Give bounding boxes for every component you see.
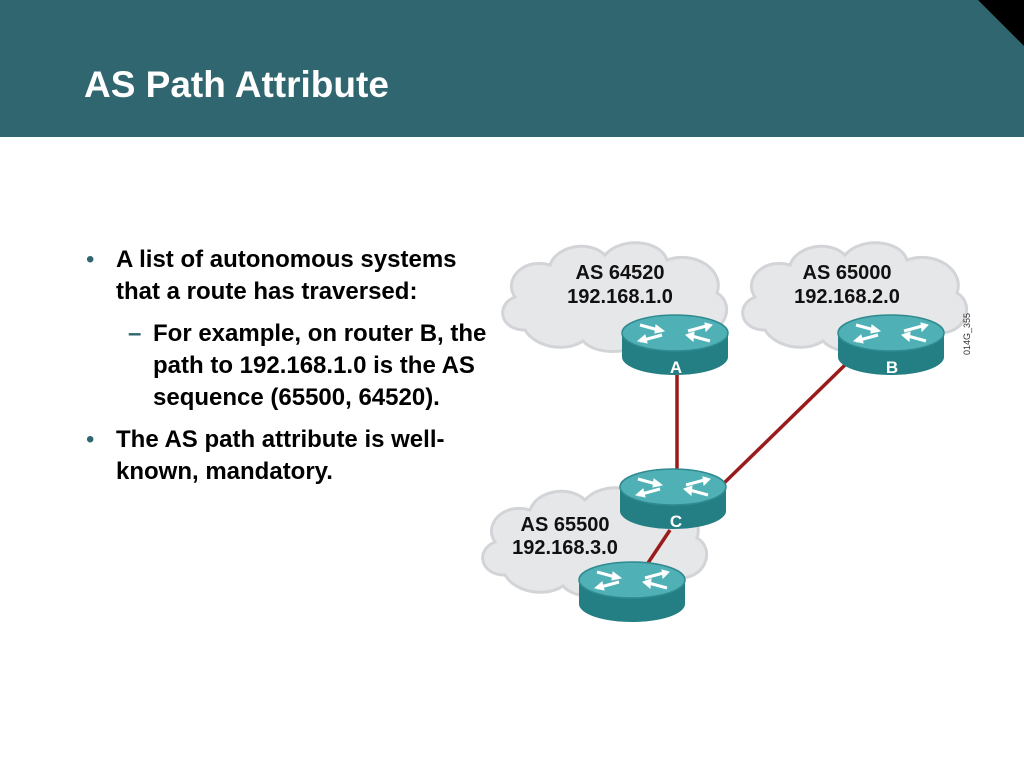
router-b: B [836,313,946,377]
cloud-network-label: 192.168.1.0 [567,286,673,308]
figure-id: 014G_355 [962,312,972,355]
link-c-d [646,529,672,564]
router-icon [577,560,687,624]
cloud-as-64520: AS 64520 192.168.1.0 [501,241,729,353]
cloud-network-label: 192.168.3.0 [512,537,618,559]
bullet-list: • A list of autonomous systems that a ro… [86,244,506,498]
cloud-network-label: 192.168.2.0 [794,286,900,308]
bullet-mark: • [86,426,95,453]
router-as-65500 [577,560,687,624]
router-label: A [670,358,682,377]
sub-bullet-item: – For example, on router B, the path to … [116,318,506,414]
links [646,363,847,564]
cloud-as-label: AS 64520 [576,262,665,284]
router-c: C [618,467,728,531]
cloud-as-label: AS 65000 [803,262,892,284]
network-diagram: AS 64520 192.168.1.0 AS 65000 192.168.2.… [481,241,969,624]
router-label: B [886,358,898,377]
sub-bullet-mark: – [128,320,142,347]
router-a: A [620,313,730,377]
bullet-item: • The AS path attribute is well-known, m… [86,424,506,488]
cloud-as-65000: AS 65000 192.168.2.0 [741,241,969,353]
sub-bullet-text: For example, on router B, the path to 19… [153,320,487,411]
router-label: C [670,512,682,531]
bullet-text: The AS path attribute is well-known, man… [116,426,445,485]
cloud-as-65500: AS 65500 192.168.3.0 [481,486,709,598]
link-b-c [718,363,847,489]
cloud-as-label: AS 65500 [521,514,610,536]
slide-title: AS Path Attribute [84,64,389,105]
bullet-item: • A list of autonomous systems that a ro… [86,244,506,308]
corner-accent [978,0,1024,46]
bullet-mark: • [86,246,95,273]
title-bar: AS Path Attribute [0,0,1024,137]
bullet-text: A list of autonomous systems that a rout… [116,246,457,305]
